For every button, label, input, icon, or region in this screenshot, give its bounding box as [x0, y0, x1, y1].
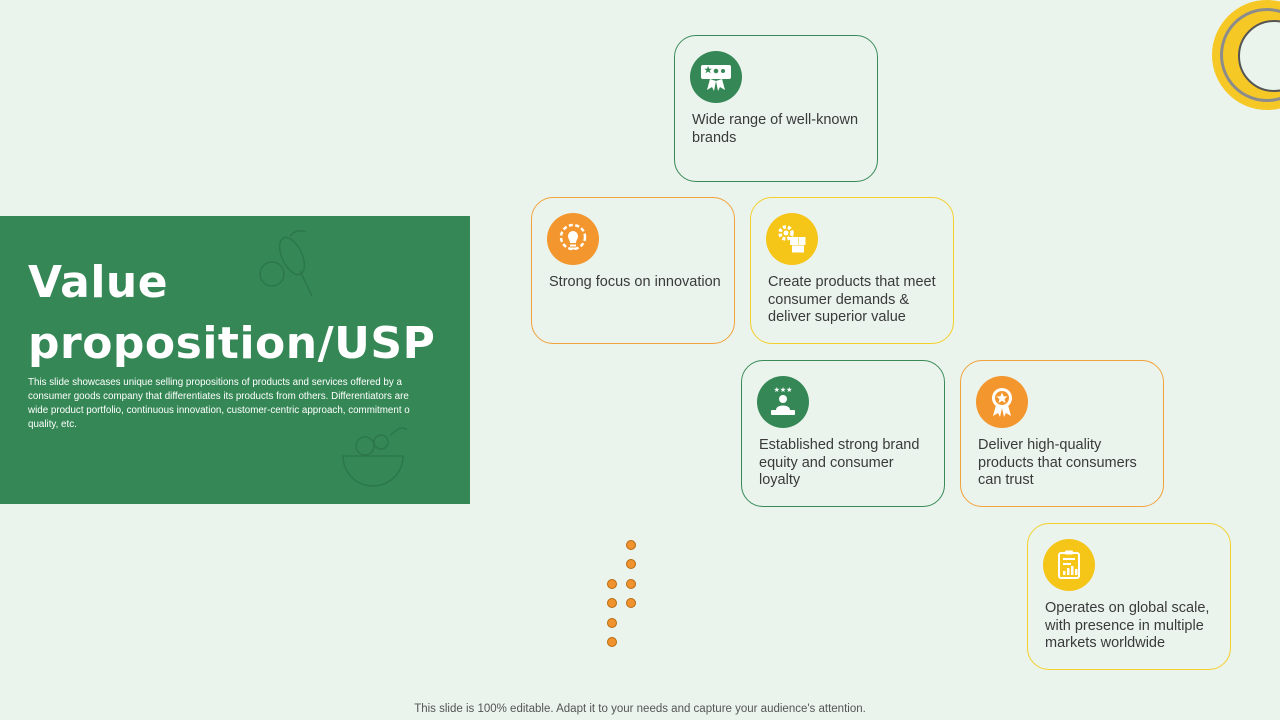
- page-title: Value proposition/USP: [28, 257, 436, 369]
- clipboard-chart-icon: [1043, 539, 1095, 591]
- usp-card-quality: Deliver high-quality products that consu…: [960, 360, 1164, 507]
- lightbulb-gear-icon: [547, 213, 599, 265]
- person-podium-icon: ★★★: [757, 376, 809, 428]
- usp-card-global-scale: Operates on global scale, with presence …: [1027, 523, 1231, 670]
- usp-card-wide-range: Wide range of well-known brands: [674, 35, 878, 182]
- title-panel: Value proposition/USP This slide showcas…: [0, 216, 470, 504]
- svg-text:★★★: ★★★: [774, 386, 793, 394]
- usp-card-consumer-demands: Create products that meet consumer deman…: [750, 197, 954, 344]
- award-ribbon-icon: [690, 51, 742, 103]
- card-text: Operates on global scale, with presence …: [1045, 600, 1210, 651]
- card-text: Create products that meet consumer deman…: [768, 274, 936, 325]
- quality-badge-icon: [976, 376, 1028, 428]
- gear-boxes-icon: [766, 213, 818, 265]
- page-description: This slide showcases unique selling prop…: [28, 377, 410, 430]
- usp-card-innovation: Strong focus on innovation: [531, 197, 735, 344]
- card-text: Established strong brand equity and cons…: [759, 437, 920, 488]
- usp-card-brand-equity: ★★★ Established strong brand equity and …: [741, 360, 945, 507]
- card-text: Strong focus on innovation: [549, 274, 721, 290]
- card-text: Deliver high-quality products that consu…: [978, 437, 1137, 488]
- salad-bowl-doodle-icon: [342, 427, 408, 487]
- footer-note: This slide is 100% editable. Adapt it to…: [414, 703, 866, 715]
- card-text: Wide range of well-known brands: [692, 112, 859, 146]
- vegetables-doodle-icon: [259, 229, 313, 297]
